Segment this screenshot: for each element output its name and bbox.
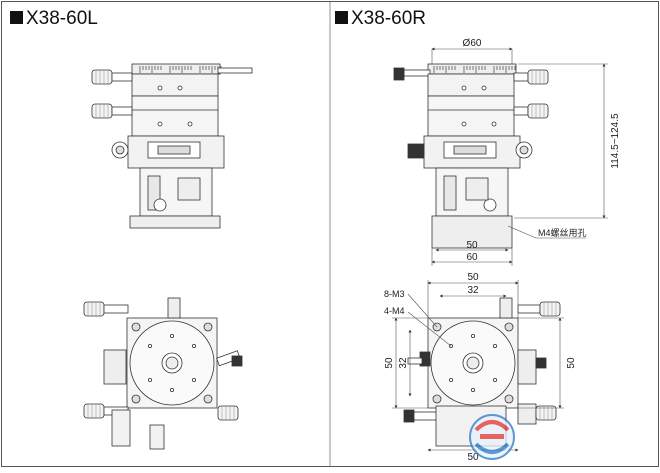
label-4-m4: 4-M4 [384, 306, 405, 316]
label-8-m3: 8-M3 [384, 289, 405, 299]
mount-note: M4螺丝用孔 [538, 227, 587, 238]
right-top-dimensions [392, 280, 564, 452]
dim-left-inner: 32 [398, 357, 409, 369]
watermark-logo [469, 414, 515, 460]
dim-base-inner: 50 [466, 240, 478, 251]
left-top-view [83, 297, 243, 450]
title-bullet-right [335, 11, 348, 24]
dim-top-inner: 32 [467, 285, 479, 296]
left-side-view [91, 63, 253, 229]
left-title: X38-60L [26, 8, 98, 29]
dim-top-outer: 50 [467, 272, 479, 283]
title-bullet-left [10, 11, 23, 24]
dim-base-outer: 60 [466, 252, 478, 263]
right-side-view [393, 63, 549, 249]
dim-right: 50 [566, 357, 577, 369]
right-title: X38-60R [351, 8, 426, 29]
dim-bottom: 50 [467, 452, 479, 463]
dim-diameter: Ø60 [463, 38, 482, 49]
right-side-dimensions [431, 47, 608, 266]
dim-height-range: 114.5~124.5 [610, 113, 621, 169]
dim-left-outer: 50 [384, 357, 395, 369]
